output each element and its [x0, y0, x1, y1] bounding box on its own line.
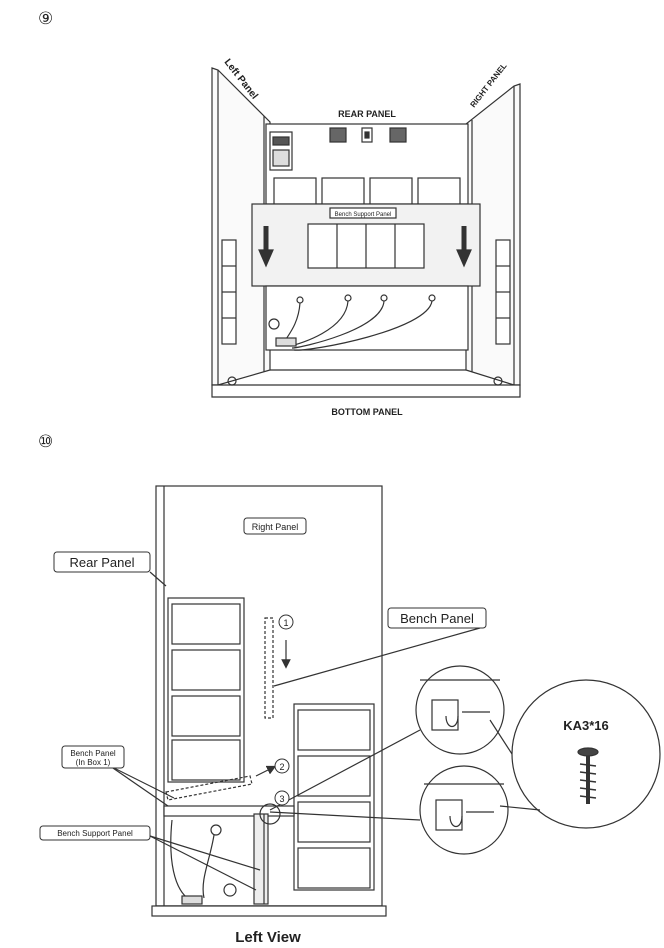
- step-10-figure: [109, 485, 661, 917]
- label-rear-panel-9: REAR PANEL: [338, 109, 396, 119]
- label-bench-support-9: Bench Support Panel: [335, 212, 392, 218]
- step-marker-1: 1: [283, 618, 288, 628]
- speaker-left: [329, 127, 347, 143]
- label-bottom-panel: BOTTOM PANEL: [331, 407, 403, 417]
- detail-bracket-top: [415, 665, 505, 755]
- step-marker-2: 2: [279, 762, 284, 772]
- label-left-view: Left View: [235, 929, 301, 946]
- label-screw: KA3*16: [563, 718, 609, 733]
- label-right-panel-10: Right Panel: [252, 522, 299, 532]
- step-9-figure: [211, 67, 521, 398]
- detail-bracket-bottom: [419, 765, 509, 855]
- step-marker-3: 3: [279, 794, 284, 804]
- step-9-number: ⑨: [38, 9, 53, 28]
- label-bench-panel: Bench Panel: [400, 611, 474, 626]
- speaker-right: [389, 127, 407, 143]
- bottom-panel-shape: [211, 384, 521, 398]
- step-10-number: ⑩: [38, 432, 53, 451]
- label-bench-panel-box1-line2: (In Box 1): [76, 758, 111, 767]
- label-rear-panel-10: Rear Panel: [69, 555, 134, 570]
- label-bench-panel-box1-line1: Bench Panel: [70, 749, 116, 758]
- label-bench-support-10: Bench Support Panel: [57, 829, 133, 838]
